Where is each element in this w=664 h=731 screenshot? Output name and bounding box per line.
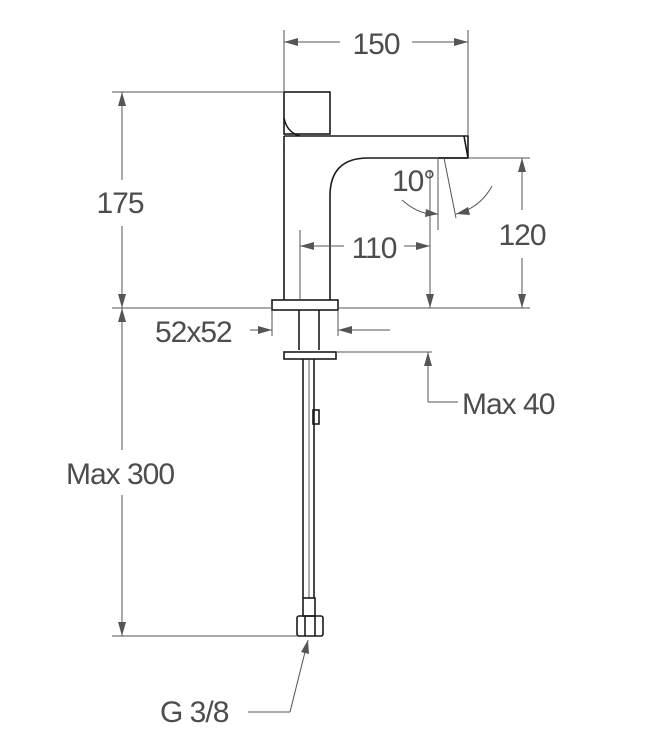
mounting-washer	[283, 351, 337, 360]
dimension-lines	[112, 30, 530, 713]
label-deck-thickness: Max 40	[462, 388, 555, 421]
label-width-top: 150	[352, 28, 399, 61]
faucet-spout	[438, 135, 469, 159]
base-plate	[271, 299, 339, 311]
label-height-total: 175	[96, 187, 143, 220]
label-spout-angle: 10°	[392, 165, 434, 198]
faucet-handle	[283, 91, 331, 135]
label-hose-length: Max 300	[66, 458, 174, 491]
hose-fitting	[302, 597, 316, 617]
label-connection: G 3/8	[160, 696, 229, 729]
dimension-labels: 150 175 10° 120 110 52x52 Max 40 Max 300…	[66, 28, 556, 729]
faucet-column	[283, 135, 469, 300]
label-spout-height: 120	[498, 219, 545, 252]
label-spout-reach: 110	[352, 232, 397, 265]
faucet-body	[271, 91, 469, 637]
label-base-size: 52x52	[155, 316, 232, 349]
